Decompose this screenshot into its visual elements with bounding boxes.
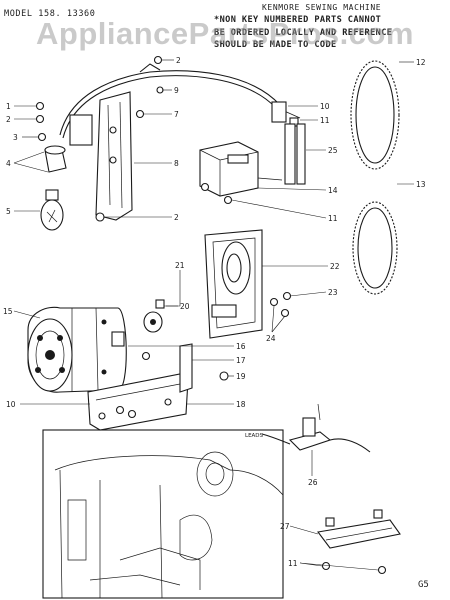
ordering-note: *NON KEY NUMBERED PARTS CANNOT BE ORDERE…: [214, 14, 392, 52]
callout-27: 27: [280, 522, 290, 531]
capacitor-block: [199, 141, 283, 205]
callout-3: 3: [13, 133, 18, 142]
callout-22: 22: [330, 262, 340, 271]
callout-18: 18: [236, 400, 246, 409]
leads-label: LEADS: [245, 433, 264, 439]
callout-9: 9: [174, 86, 179, 95]
callout-10-left: 10: [6, 400, 16, 409]
callout-16: 16: [236, 342, 246, 351]
callout-numbers: 1 2 3 4 5 2 9 7 8 2 10 11 25 14 11 12 13…: [3, 56, 426, 568]
belt-12: [350, 60, 400, 170]
callout-19: 19: [236, 372, 246, 381]
wiring-harness: [59, 63, 301, 139]
motor: [27, 306, 127, 393]
callout-24: 24: [266, 334, 276, 343]
callout-20: 20: [180, 302, 190, 311]
note-line-2: BE ORDERED LOCALLY AND REFERENCE: [214, 27, 393, 38]
note-line-3: SHOULD BE MADE TO CODE: [214, 40, 337, 50]
callout-21: 21: [175, 261, 185, 270]
model-number: MODEL 158. 13360: [4, 9, 96, 19]
diagram-title: KENMORE SEWING MACHINE: [262, 3, 382, 12]
callout-10-top: 10: [320, 102, 330, 111]
callout-17: 17: [236, 356, 246, 365]
callout-23: 23: [328, 288, 338, 297]
callout-13: 13: [416, 180, 426, 189]
callout-2-bottom: 2: [174, 213, 179, 222]
callout-5: 5: [6, 207, 11, 216]
callout-14: 14: [328, 186, 338, 195]
screws-right: [269, 291, 292, 318]
diagram-code: G5: [418, 580, 429, 590]
brush-cap: [143, 299, 165, 333]
callout-12: 12: [416, 58, 426, 67]
lamp-bracket: [95, 91, 133, 221]
pulley-bracket: [204, 229, 263, 339]
callout-7: 7: [174, 110, 179, 119]
callout-2-top: 2: [176, 56, 181, 65]
callout-11-top: 11: [320, 116, 330, 125]
callout-11-mid: 11: [328, 214, 338, 223]
lamp-socket: [44, 114, 93, 173]
callout-4: 4: [6, 159, 11, 168]
callout-2-left: 2: [6, 115, 11, 124]
lamp-bulb: [40, 189, 64, 231]
motor-bracket: [87, 343, 229, 431]
mounting-plate: [317, 509, 401, 575]
callout-8: 8: [174, 159, 179, 168]
watermark: AppliancePartsPros.com: [36, 16, 414, 51]
callout-26: 26: [308, 478, 318, 487]
leader-lines: [13, 59, 414, 571]
wire-tube: [284, 123, 306, 185]
foot-control-switch: [261, 403, 371, 453]
callout-11-bottom: 11: [288, 559, 298, 568]
note-line-1: *NON KEY NUMBERED PARTS CANNOT: [214, 15, 382, 25]
belt-13: [352, 201, 398, 295]
callout-15: 15: [3, 307, 13, 316]
callout-1: 1: [6, 102, 11, 111]
callout-25: 25: [328, 146, 338, 155]
cable-clip: [271, 101, 299, 127]
machine-inset: [42, 429, 284, 599]
